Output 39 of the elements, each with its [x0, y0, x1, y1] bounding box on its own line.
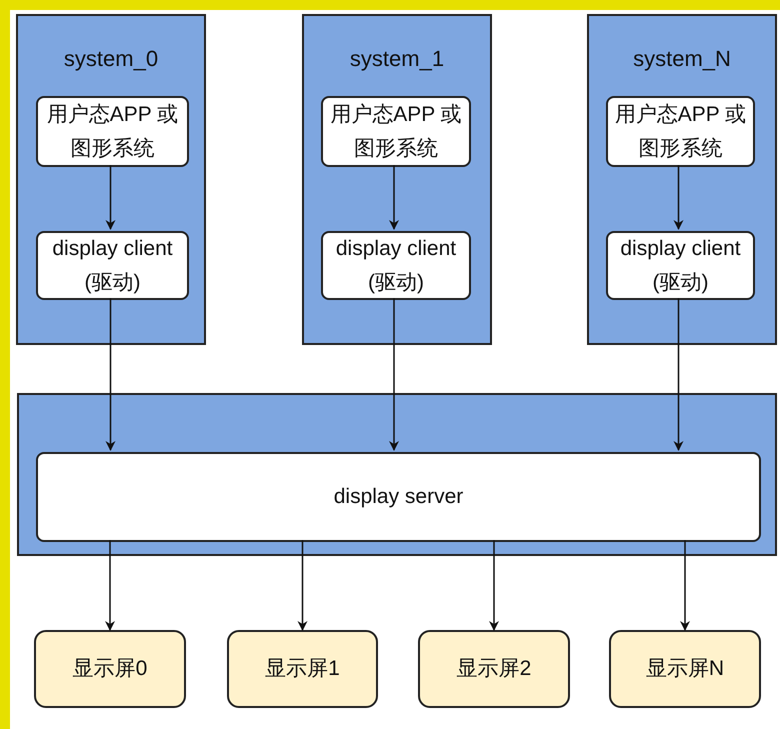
arrow — [106, 298, 116, 451]
process-box — [606, 231, 755, 300]
system-title: system_0 — [62, 45, 160, 73]
arrow — [105, 540, 115, 631]
node-label: 用户态APP 或图形系统 — [614, 102, 748, 162]
system-title: system_N — [632, 45, 732, 73]
arrow — [674, 298, 684, 451]
system-container — [587, 14, 777, 345]
arrow — [298, 540, 308, 631]
node-label: display client (驱动) — [51, 236, 174, 296]
arrow — [389, 165, 399, 230]
system-container — [302, 14, 492, 345]
node-label: 显示屏2 — [456, 656, 532, 682]
screen-box — [418, 630, 570, 708]
node-label: display client (驱动) — [334, 236, 458, 296]
node-label: 显示屏N — [644, 656, 726, 682]
process-box — [321, 231, 471, 300]
arrow — [106, 165, 116, 230]
node-label: display client (驱动) — [619, 236, 742, 296]
screen-box — [227, 630, 378, 708]
process-box — [36, 452, 761, 542]
process-box — [36, 96, 189, 167]
arrow — [674, 165, 684, 230]
server-band — [17, 393, 777, 556]
process-box — [606, 96, 755, 167]
arrow — [389, 298, 399, 451]
system-container — [16, 14, 206, 345]
screen-box — [609, 630, 761, 708]
process-box — [321, 96, 471, 167]
arrow — [680, 540, 690, 631]
system-title: system_1 — [348, 45, 446, 73]
screen-box — [34, 630, 186, 708]
node-label: 用户态APP 或图形系统 — [329, 102, 463, 162]
process-box — [36, 231, 189, 300]
node-label: 显示屏1 — [264, 656, 341, 682]
arrow — [489, 540, 499, 631]
node-label: 用户态APP 或图形系统 — [46, 102, 180, 162]
node-label: 显示屏0 — [72, 656, 148, 682]
node-label: display server — [332, 484, 464, 510]
